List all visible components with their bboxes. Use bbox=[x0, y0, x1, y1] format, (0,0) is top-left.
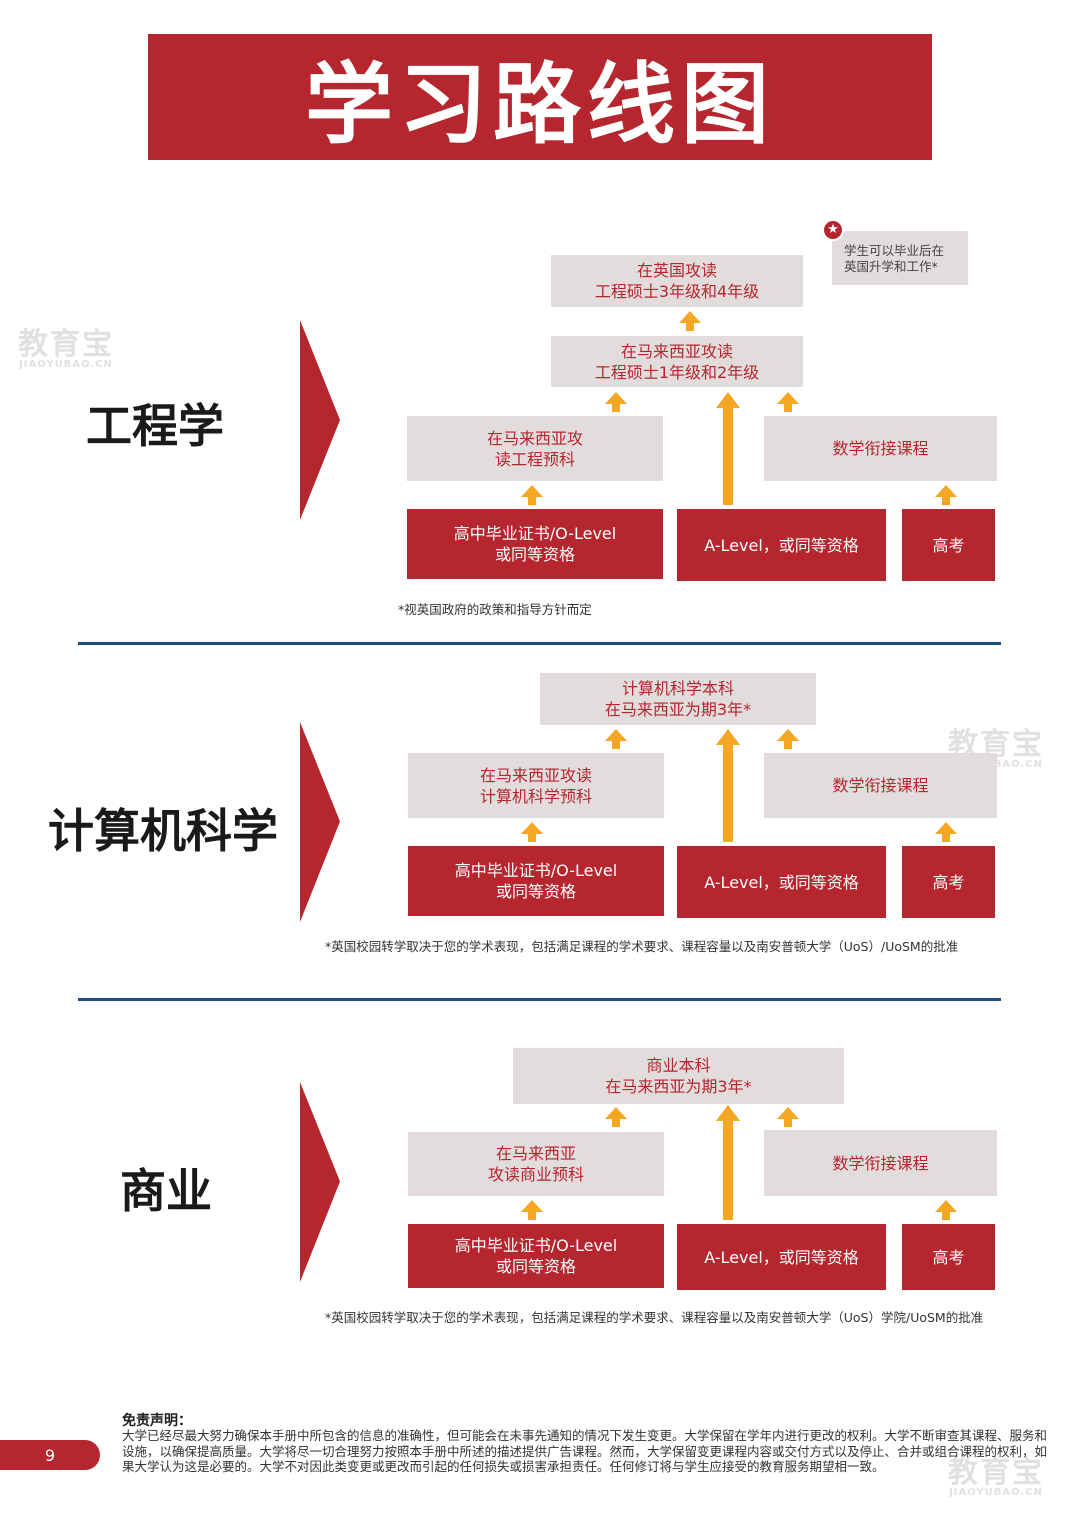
watermark-subtext: JIAOYUBAO.CN bbox=[19, 359, 113, 370]
pathway-box: 在英国攻读 工程硕士3年级和4年级 bbox=[551, 255, 803, 307]
star-icon: ★ bbox=[822, 219, 844, 241]
arrow-up-icon bbox=[716, 1105, 740, 1220]
pathway-box: 数学衔接课程 bbox=[764, 753, 997, 818]
footnote: *英国校园转学取决于您的学术表现，包括满足课程的学术要求、课程容量以及南安普顿大… bbox=[325, 1310, 984, 1325]
arrow-up-icon bbox=[935, 822, 957, 842]
pathway-box: 在马来西亚攻 读工程预科 bbox=[407, 416, 663, 481]
page-number-text: 9 bbox=[44, 1445, 56, 1465]
section-divider bbox=[78, 998, 1001, 1001]
arrow-up-icon bbox=[521, 1200, 543, 1220]
pathway-box: 数学衔接课程 bbox=[764, 1130, 997, 1196]
arrow-up-icon bbox=[777, 1107, 799, 1127]
section-divider bbox=[78, 642, 1001, 645]
arrow-up-icon bbox=[935, 485, 957, 505]
entry-box: 高中毕业证书/O-Level 或同等资格 bbox=[407, 509, 663, 579]
chevron-icon bbox=[300, 1082, 340, 1282]
arrow-up-icon bbox=[521, 485, 543, 505]
watermark-text: 教育宝 bbox=[18, 327, 114, 362]
watermark: 教育宝 JIAOYUBAO.CN bbox=[18, 330, 114, 370]
section-label-business: 商业 bbox=[120, 1164, 212, 1218]
section-label-computer-science: 计算机科学 bbox=[48, 804, 278, 858]
pathway-box: 商业本科 在马来西亚为期3年* bbox=[513, 1048, 844, 1104]
watermark-text: 教育宝 bbox=[948, 1455, 1044, 1490]
pathway-box: 在马来西亚攻读 工程硕士1年级和2年级 bbox=[551, 336, 803, 387]
disclaimer-body: 大学已经尽最大努力确保本手册中所包含的信息的准确性，但可能会在未事先通知的情况下… bbox=[122, 1428, 1048, 1474]
watermark: 教育宝 JIAOYUBAO.CN bbox=[948, 1458, 1044, 1498]
arrow-up-icon bbox=[777, 729, 799, 749]
footnote: *视英国政府的政策和指导方针而定 bbox=[398, 602, 592, 617]
arrow-up-icon bbox=[605, 392, 627, 412]
entry-box: 高考 bbox=[902, 509, 995, 581]
arrow-up-icon bbox=[777, 392, 799, 412]
page-number: 9 bbox=[0, 1440, 100, 1470]
entry-box: A-Level，或同等资格 bbox=[677, 1224, 886, 1290]
pathway-box: 数学衔接课程 bbox=[764, 416, 997, 481]
chevron-icon bbox=[300, 722, 340, 922]
arrow-up-icon bbox=[679, 311, 701, 331]
entry-box: 高中毕业证书/O-Level 或同等资格 bbox=[408, 846, 664, 916]
pathway-box: 在马来西亚攻读 计算机科学预科 bbox=[408, 753, 664, 818]
entry-box: 高考 bbox=[902, 1224, 995, 1290]
pathway-box: 计算机科学本科 在马来西亚为期3年* bbox=[540, 673, 816, 725]
disclaimer-title: 免责声明： bbox=[122, 1413, 192, 1429]
arrow-up-icon bbox=[521, 822, 543, 842]
page-title: 学习路线图 bbox=[304, 52, 775, 156]
entry-box: A-Level，或同等资格 bbox=[677, 846, 886, 918]
chevron-icon bbox=[300, 320, 340, 520]
watermark-subtext: JIAOYUBAO.CN bbox=[949, 1487, 1043, 1498]
arrow-up-icon bbox=[605, 1107, 627, 1127]
title-banner: 学习路线图 bbox=[148, 34, 932, 160]
footnote: *英国校园转学取决于您的学术表现，包括满足课程的学术要求、课程容量以及南安普顿大… bbox=[325, 939, 959, 954]
arrow-up-icon bbox=[716, 729, 740, 842]
entry-box: 高中毕业证书/O-Level 或同等资格 bbox=[408, 1224, 664, 1288]
section-label-engineering: 工程学 bbox=[86, 399, 224, 453]
arrow-up-icon bbox=[935, 1200, 957, 1220]
entry-box: 高考 bbox=[902, 846, 995, 918]
entry-box: A-Level，或同等资格 bbox=[677, 509, 886, 581]
arrow-up-icon bbox=[716, 392, 740, 505]
arrow-up-icon bbox=[605, 729, 627, 749]
star-note: 学生可以毕业后在 英国升学和工作* bbox=[832, 231, 968, 285]
pathway-box: 在马来西亚 攻读商业预科 bbox=[408, 1132, 664, 1196]
